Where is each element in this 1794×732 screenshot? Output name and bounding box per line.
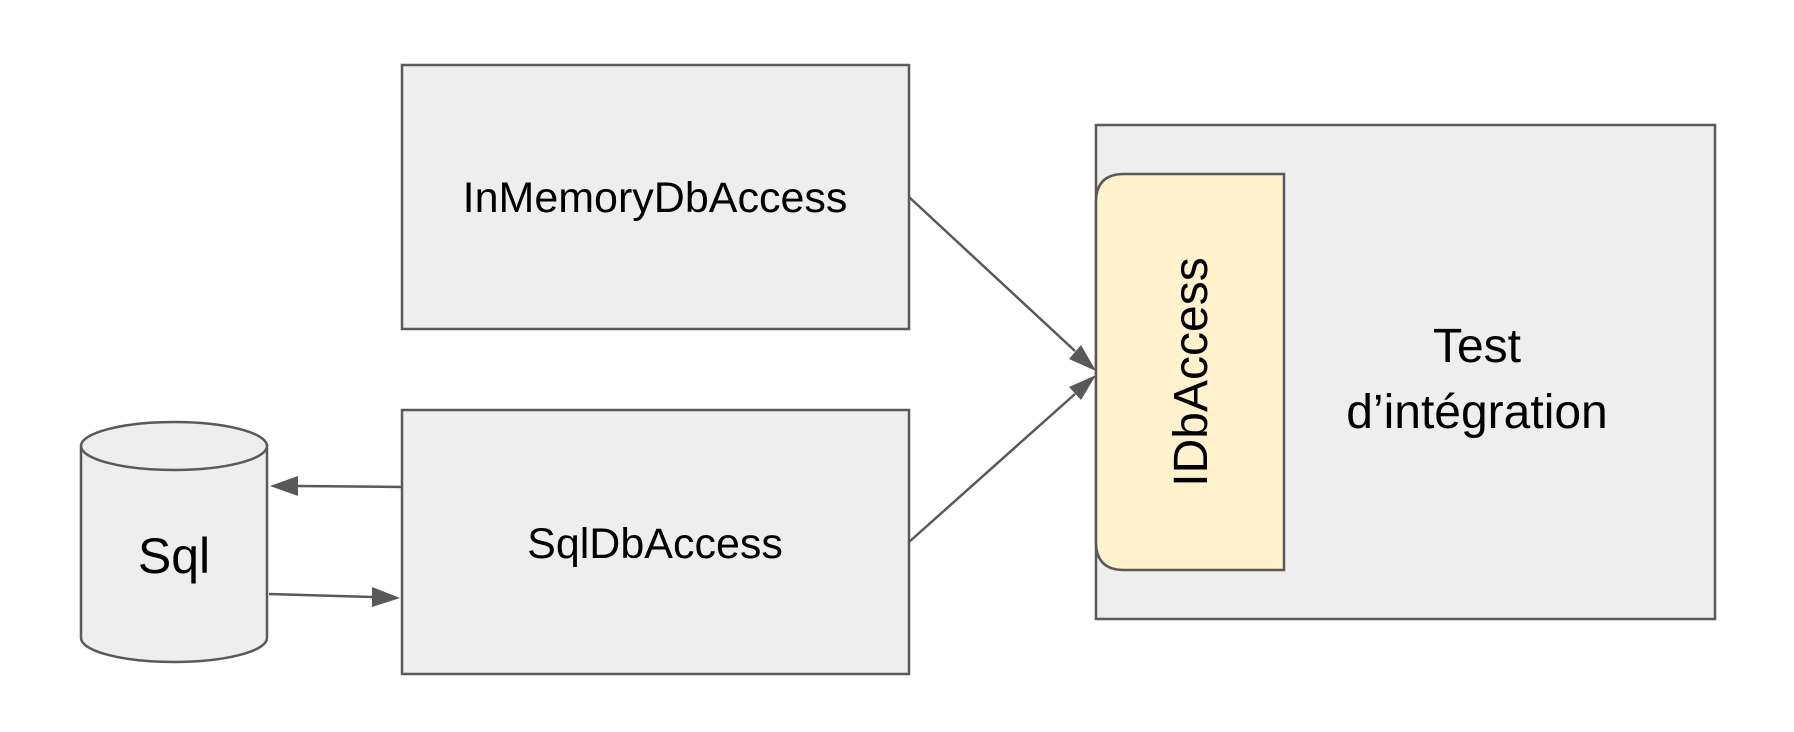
inmemorydbaccess-label: InMemoryDbAccess — [463, 174, 848, 222]
test-label-line2: d’intégration — [1346, 386, 1608, 439]
sql-label: Sql — [138, 528, 210, 584]
edge-inmemory-to-idbaccess — [908, 196, 1096, 371]
idbaccess-label: IDbAccess — [1165, 257, 1218, 486]
test-label-line1: Test — [1433, 320, 1521, 373]
inmemorydbaccess-node: InMemoryDbAccess — [400, 63, 911, 331]
edge-sqldbaccess-to-idbaccess — [908, 375, 1096, 543]
sqldbaccess-label: SqlDbAccess — [527, 520, 783, 568]
idbaccess-interface-node: IDbAccess — [1094, 172, 1286, 572]
edge-sql-to-sqldbaccess — [268, 587, 400, 607]
sqldbaccess-node: SqlDbAccess — [400, 408, 911, 676]
sql-database-node: Sql — [79, 420, 269, 664]
edge-sqldbaccess-to-sql — [270, 476, 403, 496]
